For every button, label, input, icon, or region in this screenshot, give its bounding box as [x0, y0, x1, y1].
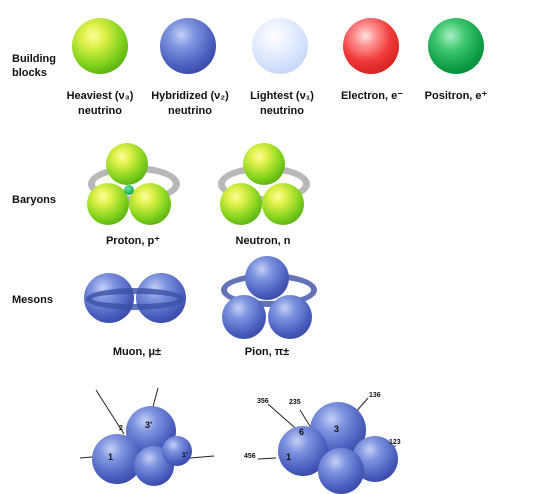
- left-cluster-right-sphere: [162, 436, 192, 466]
- right-cluster-bottom-sphere: [318, 448, 364, 494]
- bottom-connector-lines: [79, 387, 397, 460]
- electron-caption: Electron, e⁻: [340, 90, 404, 102]
- heaviest-caption-line2: neutrino: [78, 105, 122, 117]
- neutron-right-sphere: [262, 183, 304, 225]
- proton-right-sphere: [129, 183, 171, 225]
- lightest-caption-line1: Lightest (ν₁): [250, 90, 314, 102]
- heaviest-neutrino-sphere: [72, 18, 128, 74]
- right-label-356: 356: [257, 398, 269, 405]
- neutron-left-sphere: [220, 183, 262, 225]
- pion-caption: Pion, π±: [244, 346, 290, 358]
- right-label-1: 1: [286, 452, 292, 462]
- positron-sphere: [428, 18, 484, 74]
- hybridized-caption-line1: Hybridized (ν₂): [151, 90, 229, 102]
- lightest-neutrino-caption: Lightest (ν₁) neutrino: [236, 89, 328, 119]
- neutron-caption: Neutron, n: [235, 235, 291, 247]
- lightest-caption-line2: neutrino: [260, 105, 304, 117]
- lightest-neutrino-sphere: [252, 18, 308, 74]
- left-label-3prime: 3': [145, 420, 153, 430]
- neutron-top-sphere: [243, 143, 285, 185]
- row-label-mesons: Mesons: [12, 294, 53, 306]
- heaviest-caption-line1: Heaviest (ν₃): [66, 90, 134, 102]
- proton-top-sphere: [106, 143, 148, 185]
- left-label-2: 2: [119, 425, 123, 432]
- right-label-6: 6: [299, 427, 305, 437]
- left-label-1prime: 1': [182, 452, 188, 459]
- hybridized-neutrino-caption: Hybridized (ν₂) neutrino: [138, 89, 242, 119]
- right-label-3: 3: [334, 424, 340, 434]
- hybridized-neutrino-sphere: [160, 18, 216, 74]
- pion-left-sphere: [222, 295, 266, 339]
- right-label-456: 456: [244, 453, 256, 460]
- pion-right-sphere: [268, 295, 312, 339]
- right-label-123: 123: [389, 439, 401, 446]
- pion-top-sphere: [245, 256, 289, 300]
- proton-positron-core: [124, 185, 134, 195]
- heaviest-neutrino-caption: Heaviest (ν₃) neutrino: [50, 89, 150, 119]
- hybridized-caption-line2: neutrino: [168, 105, 212, 117]
- electron-sphere: [343, 18, 399, 74]
- right-label-235: 235: [289, 399, 301, 406]
- positron-caption: Positron, e⁺: [424, 90, 488, 102]
- row-label-building-blocks: Building blocks: [12, 52, 72, 80]
- proton-left-sphere: [87, 183, 129, 225]
- left-label-1: 1: [108, 452, 114, 462]
- row-label-baryons: Baryons: [12, 194, 57, 206]
- right-label-136: 136: [369, 392, 381, 399]
- row-label-building-blocks-text: Building blocks: [12, 53, 56, 79]
- muon-band: [86, 288, 184, 310]
- muon-caption: Muon, μ±: [112, 346, 162, 358]
- proton-caption: Proton, p⁺: [105, 235, 161, 247]
